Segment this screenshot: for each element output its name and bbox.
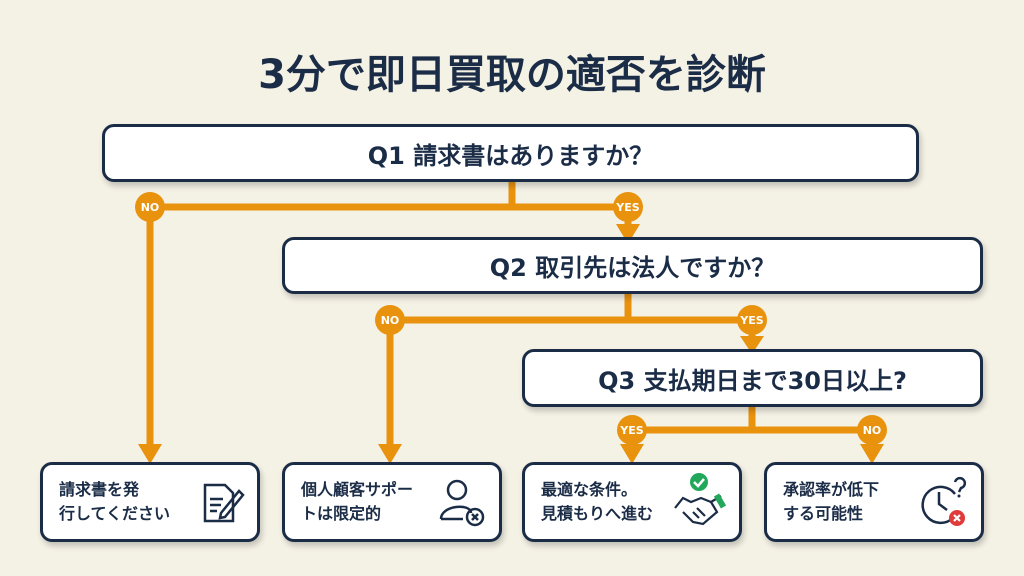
connector-q3	[628, 405, 876, 446]
yes-badge	[613, 192, 643, 222]
connector-q2	[386, 292, 756, 446]
yes-label: YES	[619, 424, 643, 437]
question-1-box: Q1 請求書はありますか？	[102, 124, 919, 182]
result-text: 個人顧客サポー トは限定的	[301, 480, 414, 523]
question-1-label: Q1 請求書はありますか？	[367, 141, 654, 170]
user-x-icon	[439, 479, 485, 527]
no-label: NO	[863, 424, 882, 437]
question-2-box: Q2 取引先は法人ですか？	[282, 237, 983, 294]
result-text: 最適な条件。 見積もりへ進む	[541, 480, 654, 523]
handshake-check-icon	[674, 473, 727, 526]
no-label: NO	[381, 314, 400, 327]
yes-label: YES	[739, 314, 763, 327]
result-text: 請求書を発 行してください	[59, 480, 171, 523]
no-badge	[375, 305, 405, 335]
arrow-head	[860, 444, 884, 464]
no-badge	[857, 415, 887, 445]
result-limited-support: 個人顧客サポー トは限定的	[282, 462, 502, 542]
page-title: 3分で即日買取の適否を診断	[258, 52, 766, 98]
result-lower-approval: 承認率が低下 する可能性	[764, 462, 984, 542]
arrow-head	[378, 444, 402, 464]
yes-badge	[737, 305, 767, 335]
no-badge	[135, 192, 165, 222]
question-3-label: Q3 支払期日まで30日以上?	[598, 366, 907, 395]
arrow-head	[620, 444, 644, 464]
arrow-head	[740, 336, 764, 354]
connector-q1	[146, 180, 632, 446]
arrow-head	[138, 444, 162, 464]
yes-label: YES	[615, 201, 639, 214]
question-3-box: Q3 支払期日まで30日以上?	[522, 349, 983, 407]
result-text: 承認率が低下 する可能性	[783, 480, 880, 523]
clock-question-x-icon	[921, 476, 967, 526]
no-label: NO	[141, 201, 160, 214]
result-issue-invoice: 請求書を発 行してください	[40, 462, 260, 542]
result-optimal: 最適な条件。 見積もりへ進む	[522, 462, 742, 542]
question-2-label: Q2 取引先は法人ですか？	[489, 254, 776, 282]
document-pen-icon	[203, 483, 245, 523]
yes-badge	[617, 415, 647, 445]
arrow-head	[616, 224, 640, 244]
